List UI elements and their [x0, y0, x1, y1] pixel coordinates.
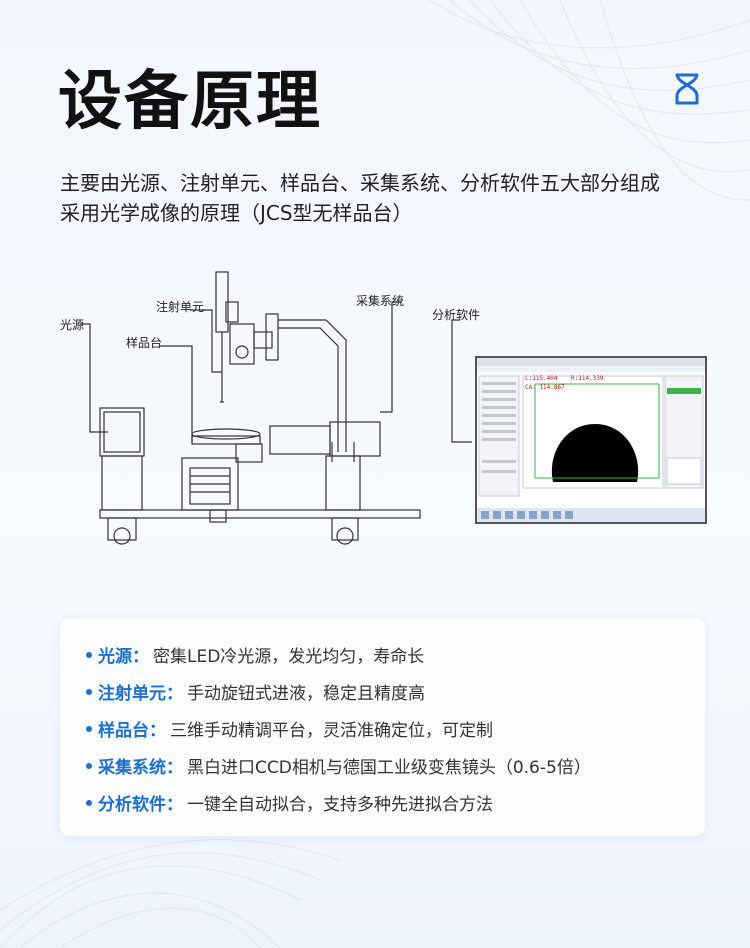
diagram-label-sample-stage: 样品台 — [126, 336, 163, 350]
page-subtitle: 主要由光源、注射单元、样品台、采集系统、分析软件五大部分组成 采用光学成像的原理… — [60, 168, 710, 228]
feature-desc: 手动旋钮式进液，稳定且精度高 — [187, 684, 425, 704]
feature-item-sample-stage: 样品台： 三维手动精调平台，灵活准确定位，可定制 — [86, 710, 705, 747]
feature-list: 光源： 密集LED冷光源，发光均匀，寿命长 注射单元： 手动旋钮式进液，稳定且精… — [60, 618, 705, 821]
device-drawing — [80, 271, 472, 545]
bullet-dot-icon — [86, 651, 92, 658]
diagram-label-injection-unit: 注射单元 — [156, 300, 205, 314]
subtitle-line: 主要由光源、注射单元、样品台、采集系统、分析软件五大部分组成 — [60, 171, 660, 195]
software-screenshot: L:115.404 R:114.339 CA: 114.867 — [475, 356, 707, 524]
feature-desc: 黑白进口CCD相机与德国工业级变焦镜头（0.6-5倍） — [187, 758, 591, 778]
bullet-dot-icon — [86, 688, 92, 695]
bullet-dot-icon — [86, 725, 92, 732]
feature-item-capture-system: 采集系统： 黑白进口CCD相机与德国工业级变焦镜头（0.6-5倍） — [86, 747, 705, 784]
dna-helix-icon — [674, 72, 700, 106]
diagram-label-analysis-software: 分析软件 — [432, 308, 481, 322]
feature-name: 光源： — [98, 647, 149, 667]
feature-desc: 一键全自动拟合，支持多种先进拟合方法 — [187, 795, 493, 815]
bullet-dot-icon — [86, 799, 92, 806]
feature-item-injection-unit: 注射单元： 手动旋钮式进液，稳定且精度高 — [86, 673, 705, 710]
bullet-dot-icon — [86, 762, 92, 769]
screen-readout-contact-angle: CA: 114.867 — [525, 384, 565, 391]
diagram-label-light-source: 光源 — [60, 318, 85, 332]
feature-name: 分析软件： — [98, 795, 183, 815]
feature-desc: 密集LED冷光源，发光均匀，寿命长 — [153, 647, 425, 667]
diagram-label-capture-system: 采集系统 — [356, 294, 405, 308]
feature-name: 注射单元： — [98, 684, 183, 704]
device-principle-diagram: 光源 注射单元 样品台 采集系统 分析软件 — [40, 262, 720, 562]
feature-name: 采集系统： — [98, 758, 183, 778]
feature-name: 样品台： — [98, 721, 166, 741]
screen-readout-right-angle: R:114.339 — [571, 375, 604, 382]
feature-card: 光源： 密集LED冷光源，发光均匀，寿命长 注射单元： 手动旋钮式进液，稳定且精… — [60, 618, 705, 836]
page-title: 设备原理 — [58, 64, 322, 139]
feature-item-light-source: 光源： 密集LED冷光源，发光均匀，寿命长 — [86, 636, 705, 673]
screen-readout-left-angle: L:115.404 — [525, 375, 558, 382]
feature-item-analysis-software: 分析软件： 一键全自动拟合，支持多种先进拟合方法 — [86, 784, 705, 821]
feature-desc: 三维手动精调平台，灵活准确定位，可定制 — [170, 721, 493, 741]
subtitle-line: 采用光学成像的原理（JCS型无样品台） — [60, 201, 413, 225]
